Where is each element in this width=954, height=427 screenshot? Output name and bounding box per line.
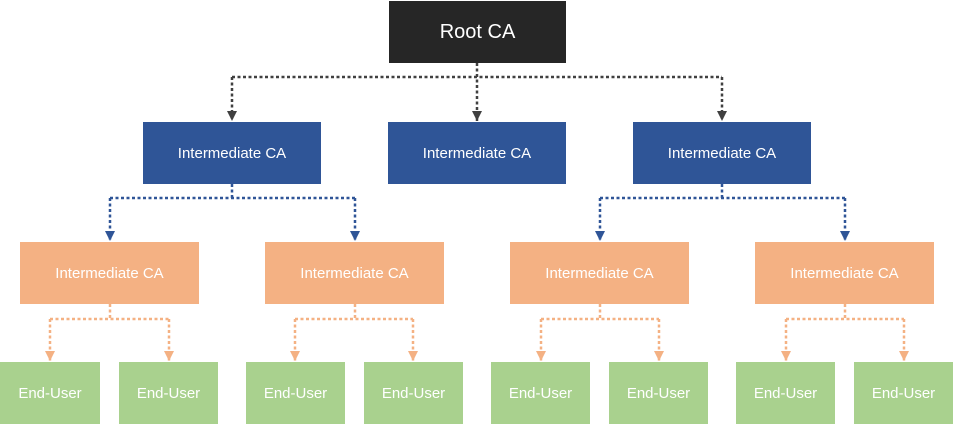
- node-label: End-User: [263, 384, 328, 402]
- node-label: Intermediate CA: [667, 144, 777, 162]
- node-label: End-User: [871, 384, 936, 402]
- intermediate-ca-node-level2: Intermediate CA: [510, 242, 689, 304]
- end-user-node: End-User: [246, 362, 345, 424]
- node-label: Intermediate CA: [55, 264, 164, 282]
- root-ca-node: Root CA: [389, 1, 566, 63]
- node-label: Intermediate CA: [422, 144, 532, 162]
- node-label: Intermediate CA: [300, 264, 409, 282]
- node-label: End-User: [753, 384, 818, 402]
- connector-root-to-level1: [227, 63, 727, 121]
- intermediate-ca-node-level1: Intermediate CA: [633, 122, 811, 184]
- node-label: End-User: [381, 384, 446, 402]
- connector-level1-to-level2: [105, 184, 850, 241]
- node-label: Intermediate CA: [790, 264, 899, 282]
- node-label: Intermediate CA: [177, 144, 287, 162]
- connector-level2-to-end-users: [45, 304, 909, 361]
- node-label: End-User: [508, 384, 573, 402]
- end-user-node: End-User: [609, 362, 708, 424]
- end-user-node: End-User: [0, 362, 100, 424]
- end-user-node: End-User: [364, 362, 463, 424]
- intermediate-ca-node-level2: Intermediate CA: [20, 242, 199, 304]
- end-user-node: End-User: [119, 362, 218, 424]
- intermediate-ca-node-level2: Intermediate CA: [265, 242, 444, 304]
- intermediate-ca-node-level1: Intermediate CA: [143, 122, 321, 184]
- end-user-node: End-User: [491, 362, 590, 424]
- node-label: End-User: [18, 384, 82, 402]
- intermediate-ca-node-level2: Intermediate CA: [755, 242, 934, 304]
- node-label: End-User: [136, 384, 201, 402]
- node-label: Intermediate CA: [545, 264, 654, 282]
- intermediate-ca-node-level1: Intermediate CA: [388, 122, 566, 184]
- end-user-node: End-User: [736, 362, 835, 424]
- node-label: End-User: [626, 384, 691, 402]
- end-user-node: End-User: [854, 362, 953, 424]
- node-label: Root CA: [439, 20, 516, 43]
